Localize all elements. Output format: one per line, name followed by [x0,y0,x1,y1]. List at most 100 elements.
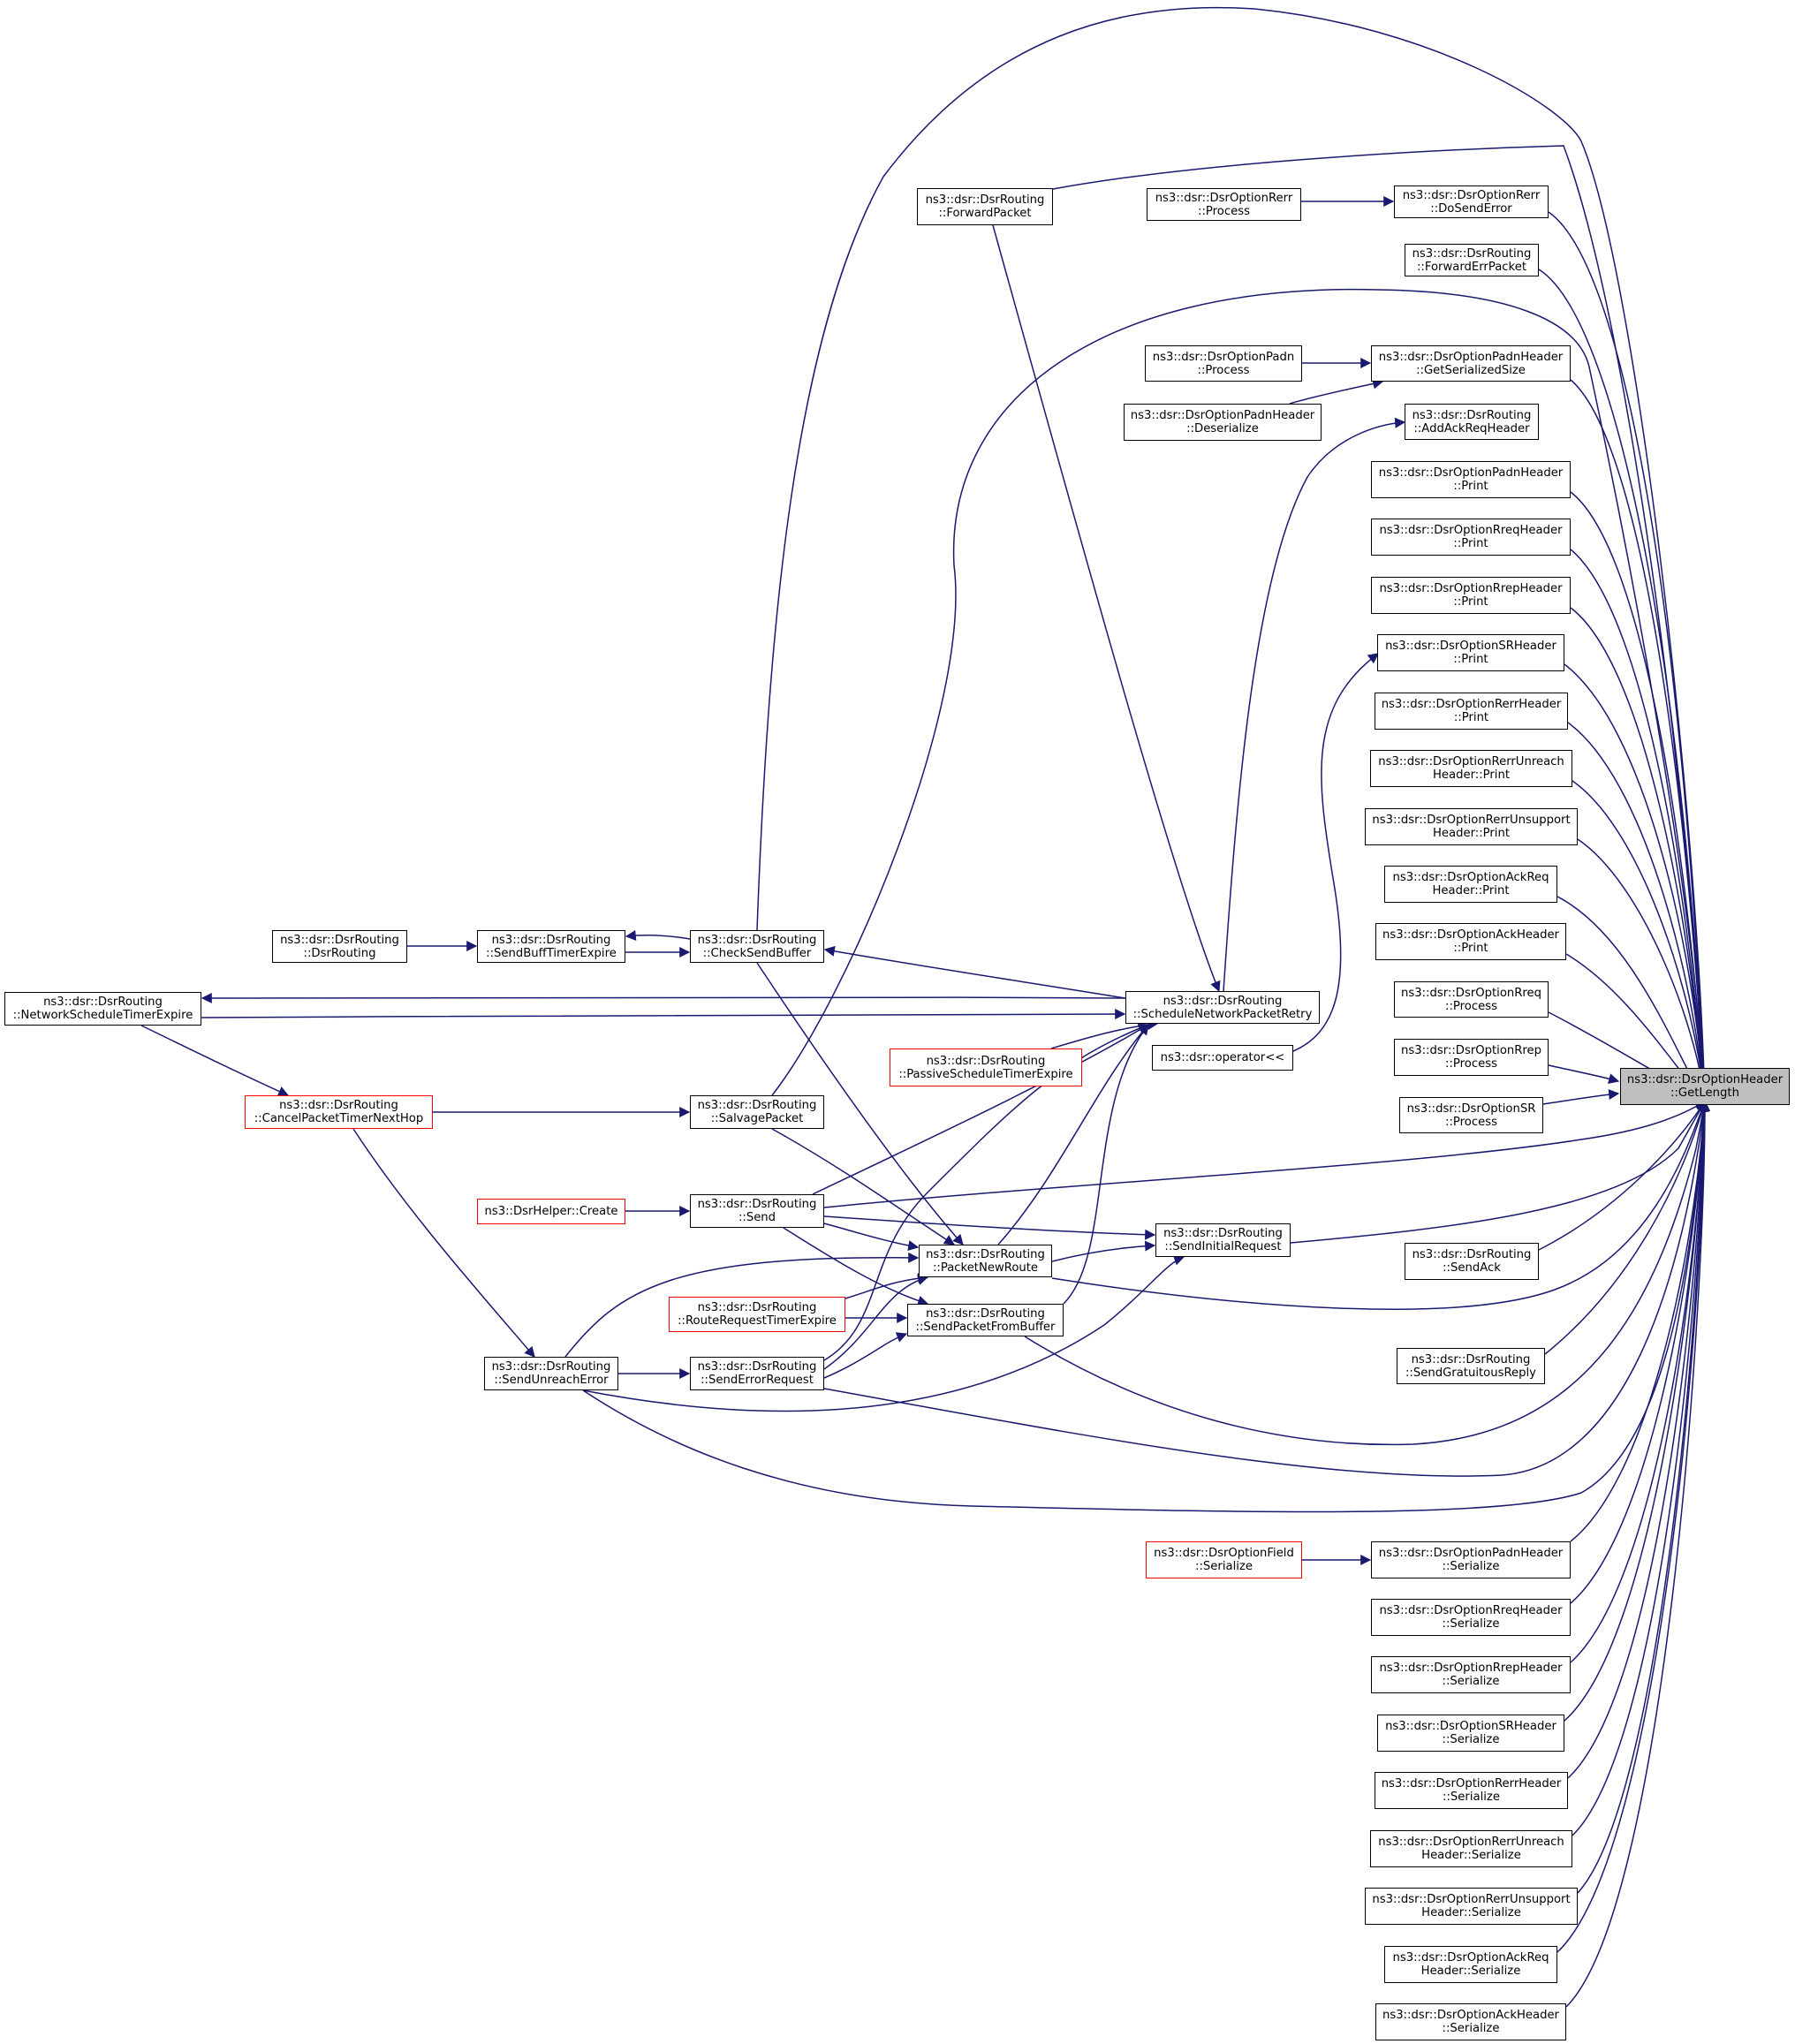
node-label-2: ::SendInitialRequest [1164,1240,1282,1253]
node-ackh-print[interactable]: ns3::dsr::DsrOptionAckHeader ::Print [1375,923,1566,960]
node-label-1: ns3::dsr::DsrRouting [279,1099,398,1112]
edge-checksendbuffer-to-getlength [756,6,1710,1103]
node-padnh-deserialize[interactable]: ns3::dsr::DsrOptionPadnHeader ::Deserial… [1124,404,1322,441]
node-rerrunreach-serialize[interactable]: ns3::dsr::DsrOptionRerrUnreach Header::S… [1370,1830,1572,1867]
node-checksendbuffer[interactable]: ns3::dsr::DsrRouting ::CheckSendBuffer [690,930,824,963]
edge-rerrh-serialize-to-getlength [1567,1100,1710,1779]
node-label-1: ns3::DsrHelper::Create [484,1205,618,1218]
node-label-1: ns3::dsr::DsrOptionHeader [1626,1073,1784,1086]
node-label-1: ns3::dsr::DsrOptionRerrUnreach [1378,755,1564,768]
node-cancelpackettimer[interactable]: ns3::dsr::DsrRouting ::CancelPacketTimer… [245,1095,433,1129]
node-label-1: ns3::dsr::DsrRouting [926,1054,1046,1068]
node-rerrunsupport-print[interactable]: ns3::dsr::DsrOptionRerrUnsupport Header:… [1365,808,1578,845]
node-padnh-serialize[interactable]: ns3::dsr::DsrOptionPadnHeader ::Serializ… [1371,1541,1571,1578]
node-rerrunsupport-serialize[interactable]: ns3::dsr::DsrOptionRerrUnsupport Header:… [1365,1888,1578,1925]
node-label-1: ns3::dsr::DsrOptionRerrUnsupport [1372,1893,1571,1906]
edge-salvagepacket-to-packetnewroute [771,1128,956,1245]
node-packetnewroute[interactable]: ns3::dsr::DsrRouting ::PacketNewRoute [919,1245,1052,1277]
node-getlength: ns3::dsr::DsrOptionHeader ::GetLength [1620,1068,1790,1105]
node-operator[interactable]: ns3::dsr::operator<< [1152,1045,1293,1071]
node-salvagepacket[interactable]: ns3::dsr::DsrRouting ::SalvagePacket [690,1095,824,1129]
node-sr-process[interactable]: ns3::dsr::DsrOptionSR ::Process [1399,1097,1543,1133]
edge-rerrunsupport-print-to-getlength [1577,838,1709,1103]
node-rerrunreach-print[interactable]: ns3::dsr::DsrOptionRerrUnreach Header::P… [1370,750,1572,787]
node-rreph-print[interactable]: ns3::dsr::DsrOptionRrepHeader ::Print [1371,577,1571,614]
node-routerequesttimerexpire[interactable]: ns3::dsr::DsrRouting ::RouteRequestTimer… [669,1297,845,1332]
node-label-1: ns3::dsr::DsrOptionRerrHeader [1381,1777,1562,1790]
edge-rrep-process-to-getlength [1548,1064,1620,1084]
node-label-1: ns3::dsr::DsrOptionPadnHeader [1378,466,1564,480]
node-label-2: ::Serialize [1195,1560,1253,1573]
node-label-2: Header::Serialize [1421,1849,1521,1862]
node-label-1: ns3::dsr::DsrOptionSRHeader [1385,640,1556,653]
node-send[interactable]: ns3::dsr::DsrRouting ::Send [690,1194,824,1228]
edge-rerrunreach-serialize-to-getlength [1572,1100,1710,1836]
node-rreq-process[interactable]: ns3::dsr::DsrOptionRreq ::Process [1394,981,1549,1018]
node-sendack[interactable]: ns3::dsr::DsrRouting ::SendAck [1405,1243,1539,1280]
node-sendgratuitousreply[interactable]: ns3::dsr::DsrRouting ::SendGratuitousRep… [1397,1348,1545,1384]
node-forwardpacket[interactable]: ns3::dsr::DsrRouting ::ForwardPacket [917,188,1053,225]
edge-srh-print-to-getlength [1564,663,1710,1103]
edge-padnh-print-to-getlength [1570,491,1710,1103]
node-label-2: ::PassiveScheduleTimerExpire [898,1067,1073,1081]
node-forwarderrpacket[interactable]: ns3::dsr::DsrRouting ::ForwardErrPacket [1405,244,1539,276]
node-label-2: ::DoSendError [1430,201,1512,216]
edge-senderrorrequest-to-getlength [823,1100,1709,1477]
node-dsrrouting[interactable]: ns3::dsr::DsrRouting ::DsrRouting [272,930,407,963]
node-sendbufftimerexpire[interactable]: ns3::dsr::DsrRouting ::SendBuffTimerExpi… [477,930,625,963]
node-rreqh-print[interactable]: ns3::dsr::DsrOptionRreqHeader ::Print [1371,519,1571,556]
node-srh-print[interactable]: ns3::dsr::DsrOptionSRHeader ::Print [1377,634,1564,671]
node-passiveschedule[interactable]: ns3::dsr::DsrRouting ::PassiveScheduleTi… [890,1048,1082,1086]
node-rreqh-serialize[interactable]: ns3::dsr::DsrOptionRreqHeader ::Serializ… [1371,1599,1571,1636]
node-rerrh-serialize[interactable]: ns3::dsr::DsrOptionRerrHeader ::Serializ… [1375,1772,1568,1809]
node-label-1: ns3::dsr::DsrOptionPadnHeader [1378,1547,1564,1560]
edge-rreph-print-to-getlength [1570,607,1710,1103]
node-rerr-process[interactable]: ns3::dsr::DsrOptionRerr ::Process [1147,188,1301,221]
node-label-1: ns3::dsr::operator<< [1160,1051,1285,1064]
edge-networkschedule-to-schedule [201,1009,1126,1020]
node-padnh-getserializedsize[interactable]: ns3::dsr::DsrOptionPadnHeader ::GetSeria… [1371,345,1571,382]
edge-rreqh-print-to-getlength [1570,549,1710,1103]
node-rrep-process[interactable]: ns3::dsr::DsrOptionRrep ::Process [1394,1039,1549,1076]
node-label-2: ::Serialize [1442,1733,1500,1746]
node-addackreqheader[interactable]: ns3::dsr::DsrRouting ::AddAckReqHeader [1405,404,1539,440]
node-rerrh-print[interactable]: ns3::dsr::DsrOptionRerrHeader ::Print [1375,693,1568,730]
node-label-1: ns3::dsr::DsrOptionRreqHeader [1379,1604,1563,1617]
node-label-2: ::ForwardErrPacket [1416,260,1526,274]
edge-sendpacketfrombuffer-to-getlength [1024,1100,1708,1446]
node-padnh-print[interactable]: ns3::dsr::DsrOptionPadnHeader ::Print [1371,461,1571,498]
node-helper-create[interactable]: ns3::DsrHelper::Create [477,1199,625,1224]
node-label-2: ::ForwardPacket [938,207,1032,220]
node-label-1: ns3::dsr::DsrOptionRreqHeader [1379,524,1563,537]
node-sendpacketfrombuffer[interactable]: ns3::dsr::DsrRouting ::SendPacketFromBuf… [907,1304,1064,1336]
node-senderrorrequest[interactable]: ns3::dsr::DsrRouting ::SendErrorRequest [690,1357,824,1390]
node-networkscheduletimerexpire[interactable]: ns3::dsr::DsrRouting ::NetworkScheduleTi… [4,992,201,1026]
node-ackh-serialize[interactable]: ns3::dsr::DsrOptionAckHeader ::Serialize [1375,2003,1566,2040]
node-srh-serialize[interactable]: ns3::dsr::DsrOptionSRHeader ::Serialize [1377,1715,1564,1752]
node-sendunreacherror[interactable]: ns3::dsr::DsrRouting ::SendUnreachError [484,1357,618,1390]
edge-sendunreacherror-to-getlength [582,1100,1710,1513]
node-label-2: ::SendUnreachError [494,1374,609,1387]
node-field-serialize[interactable]: ns3::dsr::DsrOptionField ::Serialize [1146,1541,1302,1578]
edge-packetnewroute-to-sendinitialrequest [1051,1240,1156,1262]
node-sendinitialrequest[interactable]: ns3::dsr::DsrRouting ::SendInitialReques… [1155,1223,1291,1257]
node-label-2: ::PacketNewRoute [932,1260,1039,1275]
node-label-2: Header::Serialize [1420,1965,1521,1978]
node-rreph-serialize[interactable]: ns3::dsr::DsrOptionRrepHeader ::Serializ… [1371,1656,1571,1693]
node-label-1: ns3::dsr::DsrOptionRrep [1400,1044,1542,1057]
node-label-1: ns3::dsr::DsrRouting [1412,1248,1532,1261]
node-label-1: ns3::dsr::DsrRouting [926,1306,1045,1321]
node-label-1: ns3::dsr::DsrRouting [697,1360,817,1374]
node-schedulenetworkpacketretry[interactable]: ns3::dsr::DsrRouting ::ScheduleNetworkPa… [1125,991,1320,1024]
node-label-1: ns3::dsr::DsrOptionRrepHeader [1379,1662,1563,1675]
node-padn-process[interactable]: ns3::dsr::DsrOptionPadn ::Process [1145,345,1302,382]
node-label-2: Header::Print [1432,768,1510,782]
edge-padnh-serialize-to-getlength [1570,1100,1710,1542]
node-ackreq-serialize[interactable]: ns3::dsr::DsrOptionAckReq Header::Serial… [1384,1946,1557,1983]
edge-send-to-sendpacketfrombuffer [783,1227,929,1306]
edge-send-to-getlength [823,1101,1707,1208]
node-ackreq-print[interactable]: ns3::dsr::DsrOptionAckReq Header::Print [1384,866,1557,903]
node-rerr-dosenderror[interactable]: ns3::dsr::DsrOptionRerr ::DoSendError [1394,185,1549,218]
edge-packetnewroute-to-getlength [1051,1100,1707,1310]
node-label-1: ns3::dsr::DsrRouting [697,1099,817,1112]
